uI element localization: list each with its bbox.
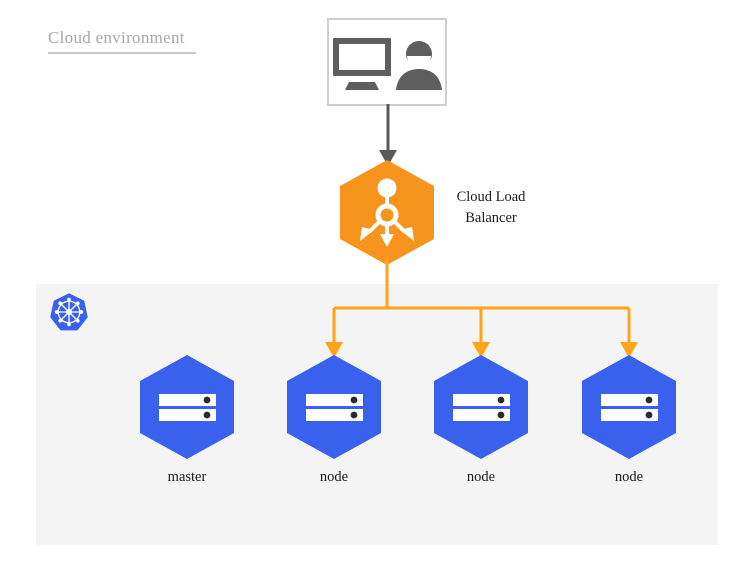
- cluster-node-3-label: node: [614, 469, 644, 485]
- client-icons-group: [331, 36, 443, 92]
- kubernetes-logo-icon: [49, 292, 89, 332]
- page-title: Cloud environment: [48, 28, 185, 47]
- user-person-icon: [396, 41, 442, 90]
- cluster-node-2-label: node: [466, 469, 496, 485]
- cluster-node-master-label: master: [167, 469, 207, 485]
- server-icon: [159, 394, 216, 421]
- cluster-node-1[interactable]: [287, 355, 381, 459]
- lb-label-line1: Cloud Load: [456, 189, 526, 205]
- load-balancer-icon: [360, 178, 414, 247]
- desktop-monitor-icon: [333, 38, 391, 90]
- cluster-node-1-label: node: [319, 469, 349, 485]
- cluster-node-master[interactable]: [140, 355, 234, 459]
- cloud-load-balancer-node[interactable]: [340, 160, 434, 265]
- client-to-lb-arrow: [360, 104, 416, 170]
- lb-label-line2: Balancer: [465, 210, 517, 226]
- server-icon: [453, 394, 510, 421]
- server-icon: [601, 394, 658, 421]
- cluster-node-2[interactable]: [434, 355, 528, 459]
- cluster-node-3[interactable]: [582, 355, 676, 459]
- page-title-underline: [48, 52, 196, 54]
- lb-to-nodes-connectors: [300, 258, 680, 368]
- server-icon: [306, 394, 363, 421]
- cloud-load-balancer-label: Cloud Load Balancer: [437, 187, 545, 229]
